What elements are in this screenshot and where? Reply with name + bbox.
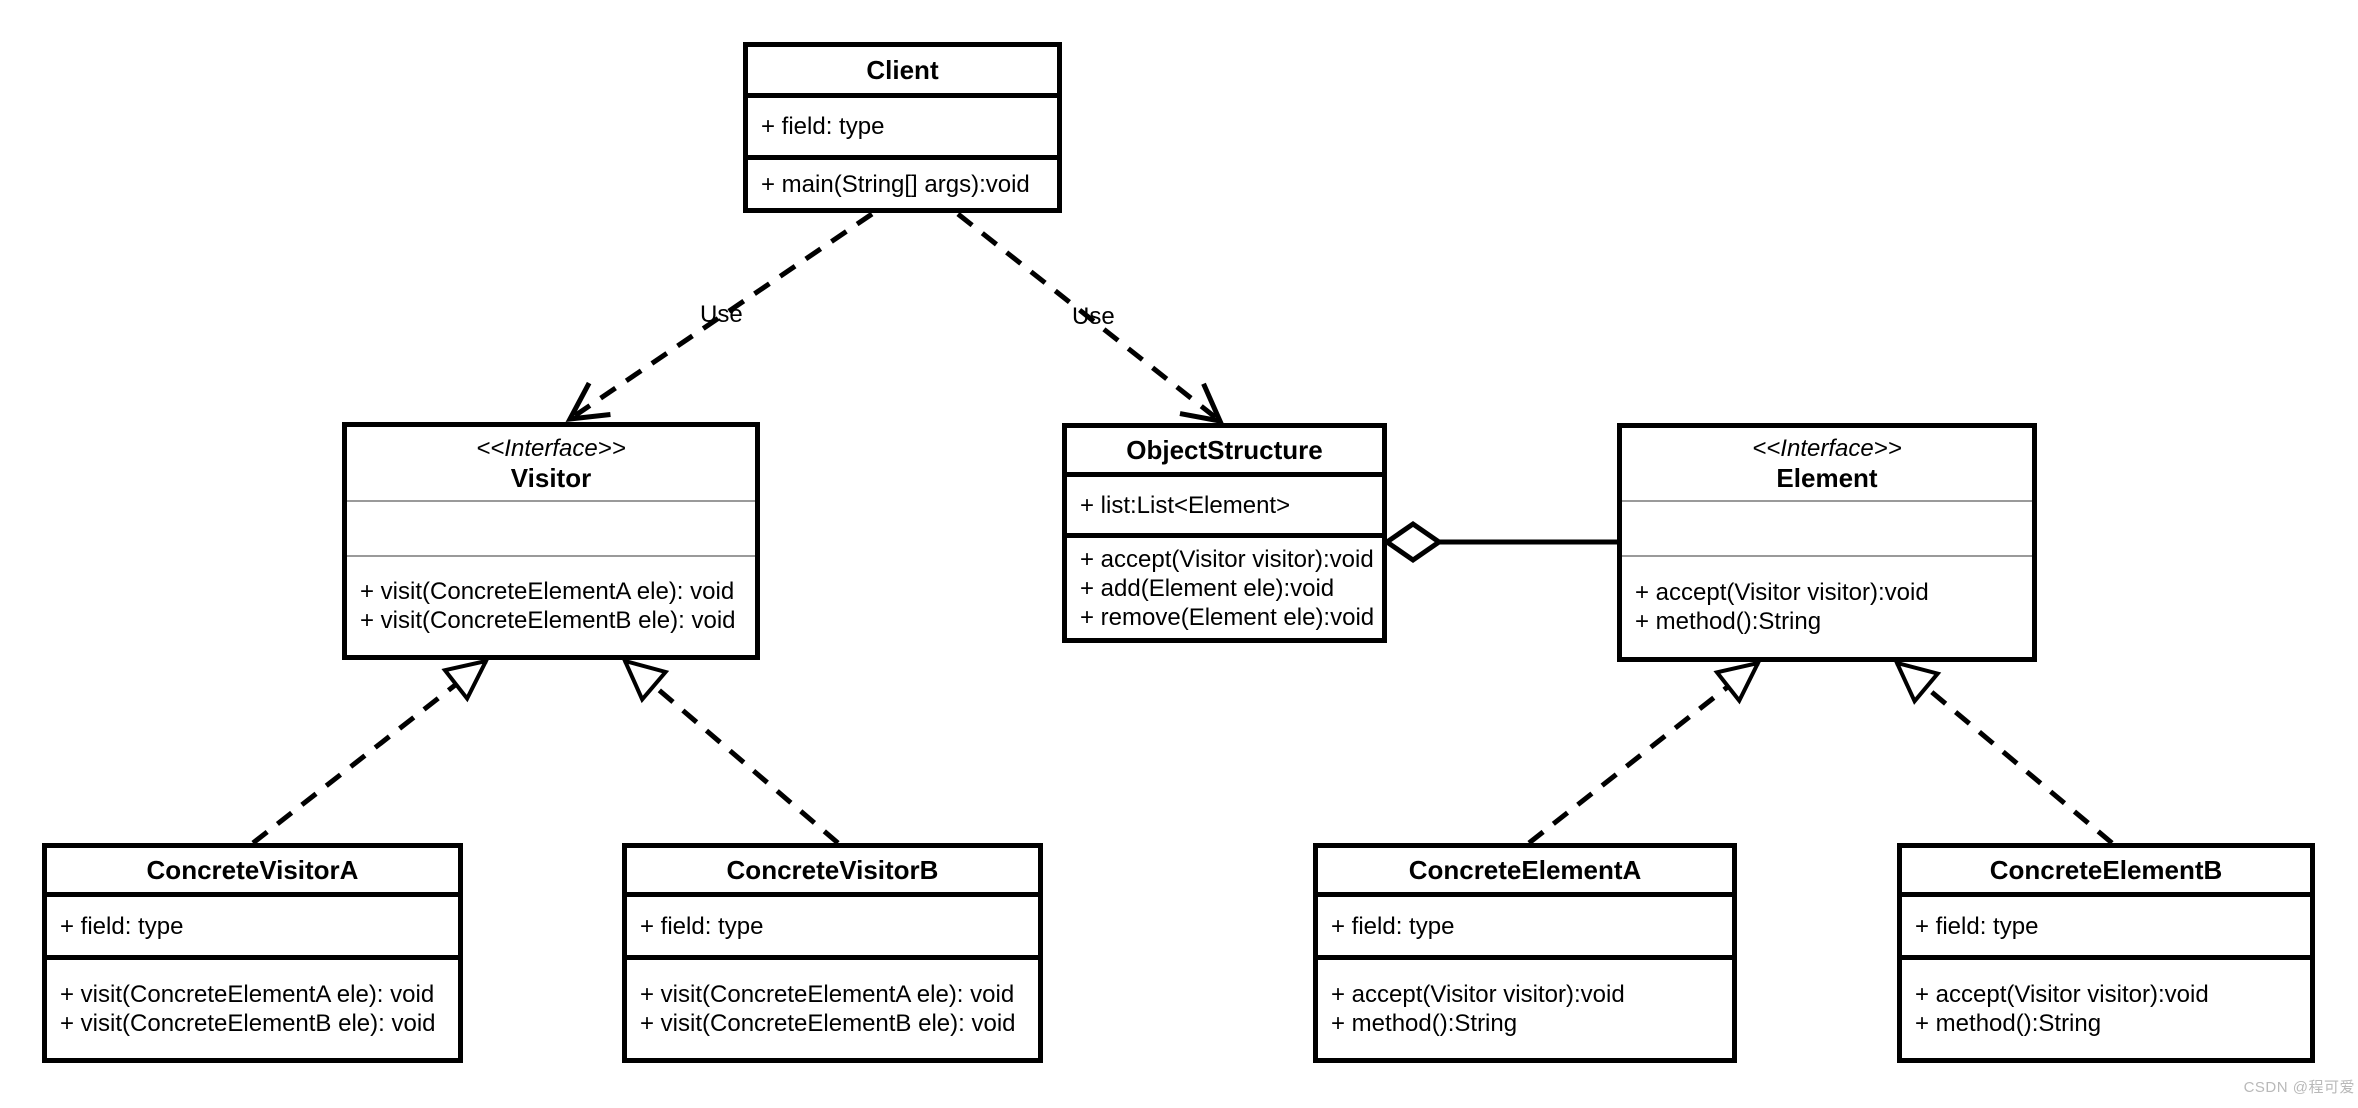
field-entry: + field: type: [640, 912, 764, 940]
class-title-section: ConcreteVisitorB: [627, 848, 1038, 892]
csdn-watermark: CSDN @程可爱: [2243, 1079, 2355, 1096]
class-methods-section: + visit(ConcreteElementA ele): void + vi…: [627, 955, 1038, 1058]
class-name: ConcreteElementA: [1408, 855, 1642, 885]
class-fields-section-empty: [1622, 500, 2032, 555]
class-methods-section: + accept(Visitor visitor):void + add(Ele…: [1067, 533, 1382, 638]
class-title-section: <<Interface>> Element: [1622, 428, 2032, 500]
class-title-section: ObjectStructure: [1067, 428, 1382, 472]
class-box-concretevisitora: ConcreteVisitorA + field: type + visit(C…: [42, 843, 463, 1063]
class-name: ConcreteVisitorA: [146, 855, 359, 885]
class-title-section: <<Interface>> Visitor: [347, 427, 755, 500]
class-fields-section: + field: type: [1318, 892, 1732, 955]
method-entry: + accept(Visitor visitor):void: [1635, 579, 1929, 606]
realization-arrow-concreteelementb-element: [1893, 660, 2114, 845]
class-name: Client: [866, 55, 939, 85]
method-entry: + add(Element ele):void: [1080, 574, 1335, 602]
aggregation-diamond: [1382, 520, 1444, 564]
class-methods-section: + accept(Visitor visitor):void + method(…: [1902, 955, 2310, 1058]
class-methods-section: + accept(Visitor visitor):void + method(…: [1318, 955, 1732, 1058]
field-entry: + field: type: [1331, 912, 1455, 940]
class-name: ConcreteVisitorB: [726, 855, 939, 885]
field-entry: + field: type: [60, 912, 184, 940]
class-fields-section: + field: type: [627, 892, 1038, 955]
class-fields-section: + field: type: [1902, 892, 2310, 955]
field-entry: + field: type: [761, 113, 885, 140]
method-entry: + method():String: [1635, 608, 1822, 635]
method-entry: + main(String[] args):void: [761, 170, 1030, 198]
method-entry: + accept(Visitor visitor):void: [1915, 981, 2209, 1008]
field-entry: + list:List<Element>: [1080, 491, 1291, 519]
class-box-element: <<Interface>> Element + accept(Visitor v…: [1617, 423, 2037, 662]
method-entry: + visit(ConcreteElementB ele): void: [640, 1010, 1016, 1037]
class-methods-section: + visit(ConcreteElementA ele): void + vi…: [347, 555, 755, 655]
realization-arrow-concreteelementa-element: [1527, 660, 1762, 845]
class-title-section: ConcreteElementA: [1318, 848, 1732, 892]
class-methods-section: + visit(ConcreteElementA ele): void + vi…: [47, 955, 458, 1058]
class-fields-section: + list:List<Element>: [1067, 472, 1382, 533]
method-entry: + visit(ConcreteElementB ele): void: [360, 607, 736, 634]
method-entry: + method():String: [1915, 1010, 2102, 1037]
class-name: Visitor: [510, 462, 592, 493]
class-box-objectstructure: ObjectStructure + list:List<Element> + a…: [1062, 423, 1387, 643]
class-box-concretevisitorb: ConcreteVisitorB + field: type + visit(C…: [622, 843, 1043, 1063]
method-entry: + accept(Visitor visitor):void: [1080, 545, 1374, 573]
class-name: ObjectStructure: [1126, 435, 1323, 465]
dependency-label-use-right: Use: [1072, 303, 1115, 330]
dependency-label-use-left: Use: [700, 301, 743, 328]
realization-arrow-concretevisitora-visitor: [251, 658, 490, 845]
class-title-section: Client: [748, 47, 1057, 93]
method-entry: + visit(ConcreteElementA ele): void: [640, 981, 1015, 1008]
field-entry: + field: type: [1915, 912, 2039, 940]
class-stereotype: <<Interface>>: [1752, 435, 1902, 462]
class-methods-section: + accept(Visitor visitor):void + method(…: [1622, 555, 2032, 657]
class-title-section: ConcreteVisitorA: [47, 848, 458, 892]
method-entry: + remove(Element ele):void: [1080, 603, 1375, 631]
method-entry: + visit(ConcreteElementA ele): void: [360, 578, 735, 605]
method-entry: + method():String: [1331, 1010, 1518, 1037]
method-entry: + visit(ConcreteElementB ele): void: [60, 1010, 436, 1037]
class-name: Element: [1776, 463, 1878, 493]
class-box-visitor: <<Interface>> Visitor + visit(ConcreteEl…: [342, 422, 760, 660]
class-fields-section: + field: type: [47, 892, 458, 955]
class-methods-section: + main(String[] args):void: [748, 155, 1057, 208]
method-entry: + accept(Visitor visitor):void: [1331, 981, 1625, 1008]
class-box-concreteelementb: ConcreteElementB + field: type + accept(…: [1897, 843, 2315, 1063]
class-fields-section-empty: [347, 500, 755, 555]
class-stereotype: <<Interface>>: [476, 434, 626, 462]
class-name: ConcreteElementB: [1989, 855, 2223, 885]
method-entry: + visit(ConcreteElementA ele): void: [60, 981, 435, 1008]
realization-arrow-concretevisitorb-visitor: [621, 657, 840, 845]
class-fields-section: + field: type: [748, 93, 1057, 155]
class-box-concreteelementa: ConcreteElementA + field: type + accept(…: [1313, 843, 1737, 1063]
class-box-client: Client + field: type + main(String[] arg…: [743, 42, 1062, 213]
class-title-section: ConcreteElementB: [1902, 848, 2310, 892]
